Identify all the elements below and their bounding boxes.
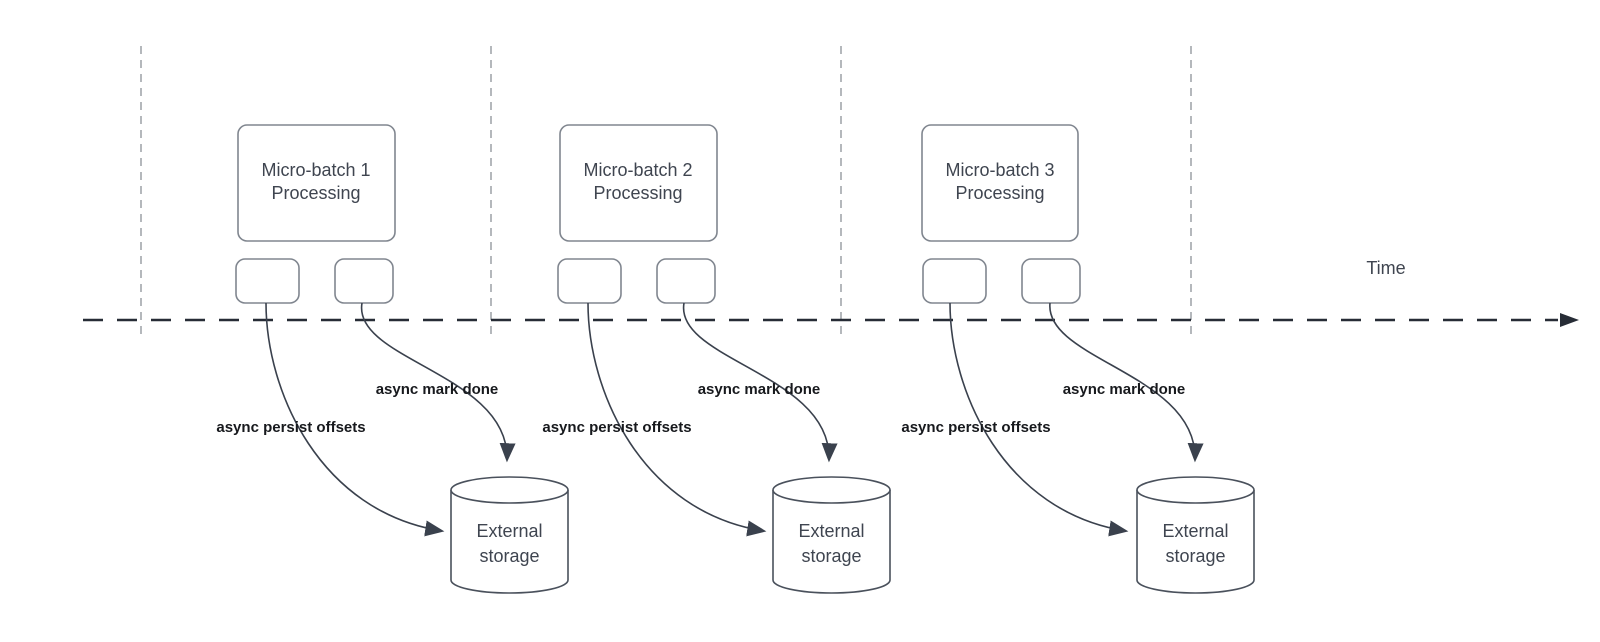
persist-offsets-label-1: async persist offsets xyxy=(216,419,365,436)
persist-offsets-label-2: async persist offsets xyxy=(542,419,691,436)
external-storage-label-1-line1: External xyxy=(476,521,542,541)
micro-batch-3-subtitle: Processing xyxy=(955,183,1044,203)
persist-offsets-task-box-1 xyxy=(235,258,300,304)
mark-done-label-2: async mark done xyxy=(698,381,821,398)
mark-done-task-box-3 xyxy=(1021,258,1081,304)
mark-done-label-1: async mark done xyxy=(376,381,499,398)
mark-done-arrow-1 xyxy=(361,302,516,463)
mark-done-task-box-1 xyxy=(334,258,394,304)
time-axis-arrowhead-icon xyxy=(1560,313,1579,327)
persist-offsets-task-box-2 xyxy=(557,258,622,304)
batch-group-2: Micro-batch 2 Processing async persist o… xyxy=(542,124,891,594)
micro-batch-1-title: Micro-batch 1 xyxy=(261,160,370,180)
external-storage-label-3-line1: External xyxy=(1162,521,1228,541)
persist-offsets-label-3: async persist offsets xyxy=(901,419,1050,436)
micro-batch-1-subtitle: Processing xyxy=(271,183,360,203)
mark-done-label-3: async mark done xyxy=(1063,381,1186,398)
micro-batch-3-title: Micro-batch 3 xyxy=(945,160,1054,180)
time-axis-label: Time xyxy=(1366,258,1405,278)
batch-group-3: Micro-batch 3 Processing async persist o… xyxy=(901,124,1255,594)
persist-offsets-arrow-3 xyxy=(949,302,1129,537)
external-storage-cylinder-1: External storage xyxy=(450,476,569,594)
mark-done-arrow-3 xyxy=(1049,302,1204,463)
micro-batch-2-subtitle: Processing xyxy=(593,183,682,203)
micro-batch-2-processing-box xyxy=(559,124,718,242)
mark-done-task-box-2 xyxy=(656,258,716,304)
batch-group-1: Micro-batch 1 Processing async persist o… xyxy=(216,124,569,594)
persist-offsets-task-box-3 xyxy=(922,258,987,304)
persist-offsets-arrow-2 xyxy=(587,302,767,537)
external-storage-cylinder-3: External storage xyxy=(1136,476,1255,594)
external-storage-label-1-line2: storage xyxy=(479,546,539,566)
external-storage-cylinder-2: External storage xyxy=(772,476,891,594)
micro-batch-3-processing-box xyxy=(921,124,1079,242)
external-storage-label-3-line2: storage xyxy=(1165,546,1225,566)
micro-batch-1-processing-box xyxy=(237,124,396,242)
mark-done-arrow-2 xyxy=(683,302,838,463)
external-storage-label-2-line2: storage xyxy=(801,546,861,566)
external-storage-label-2-line1: External xyxy=(798,521,864,541)
persist-offsets-arrow-1 xyxy=(265,302,445,537)
micro-batch-2-title: Micro-batch 2 xyxy=(583,160,692,180)
